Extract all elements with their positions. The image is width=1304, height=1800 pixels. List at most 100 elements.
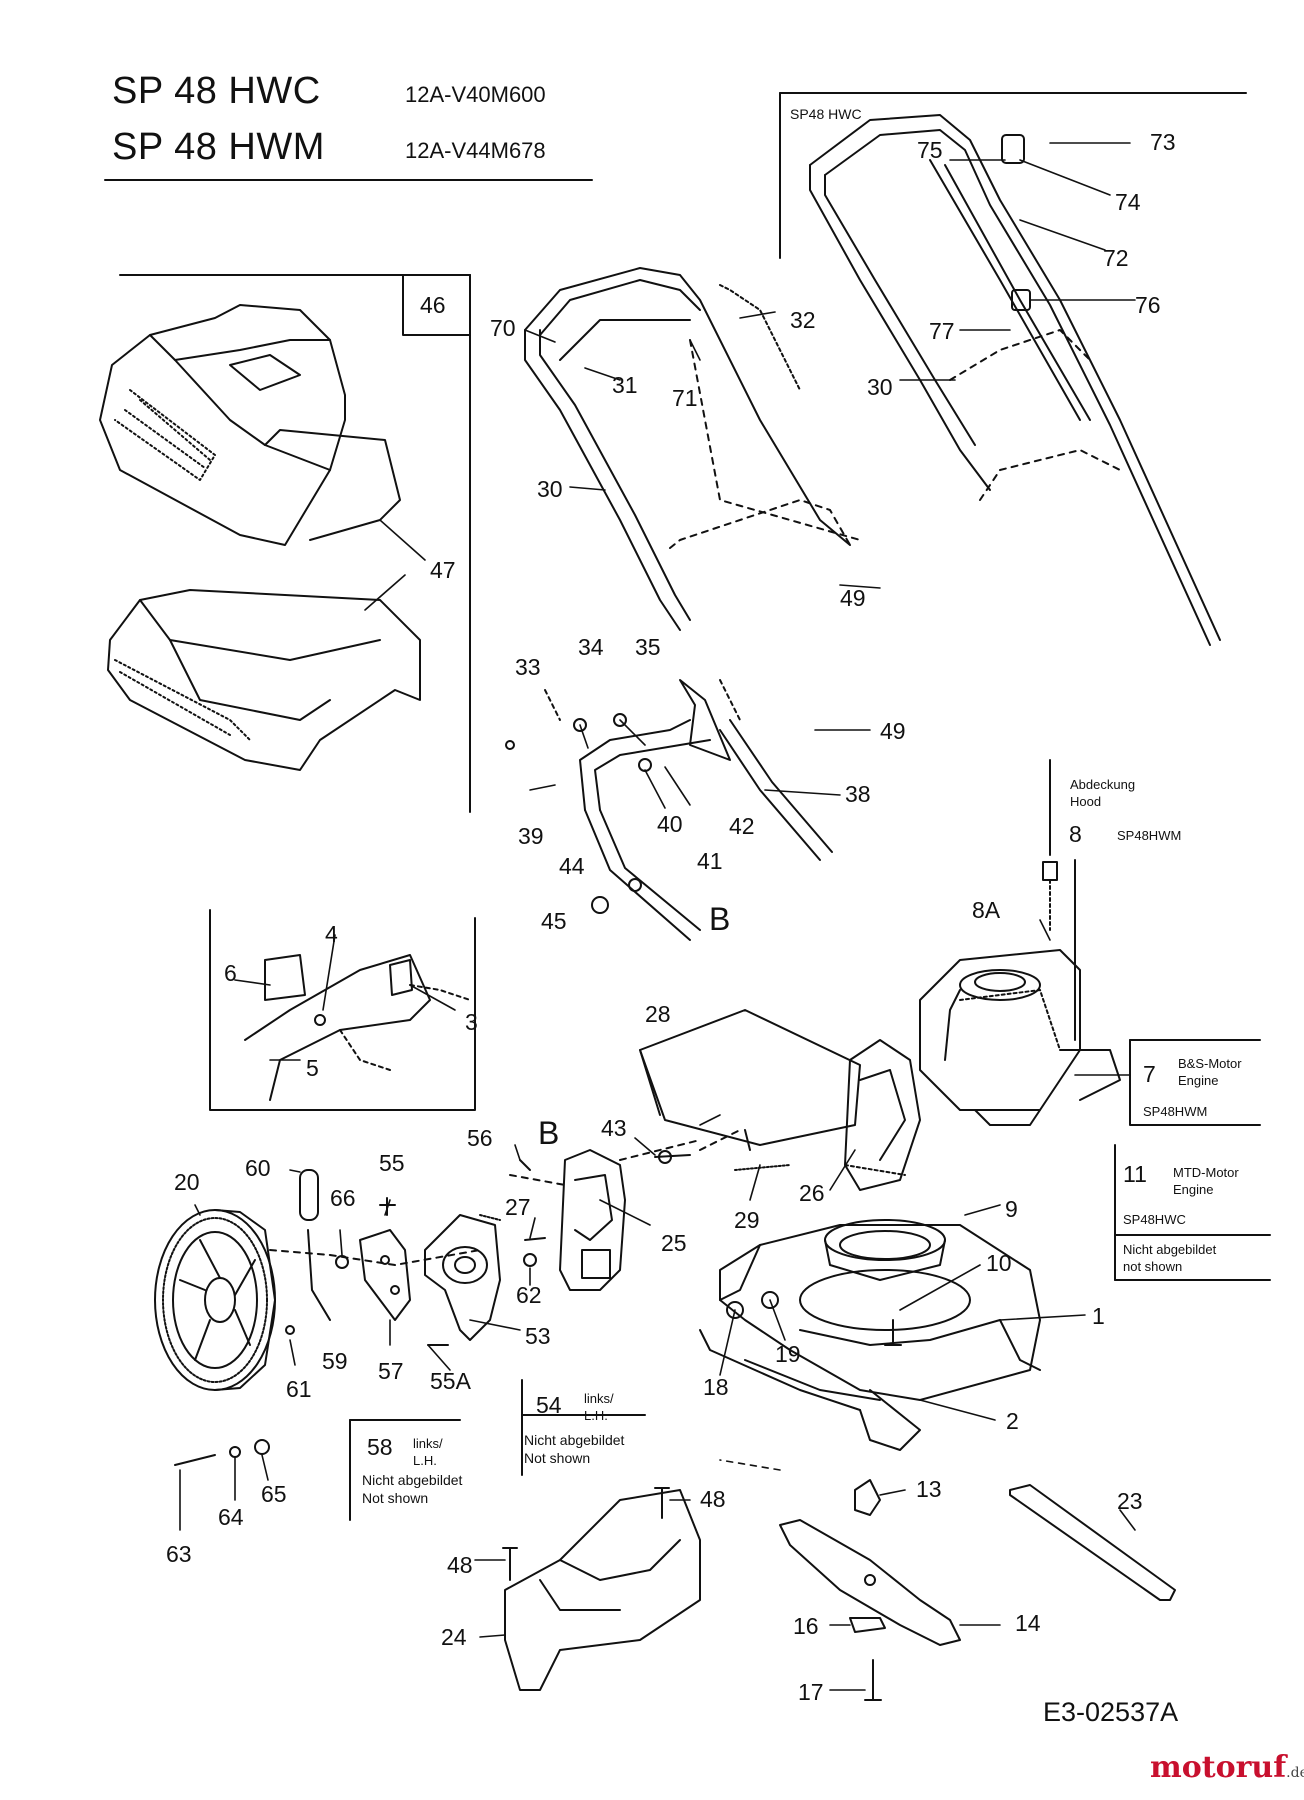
callout-30-main: 30 <box>537 476 563 502</box>
washer-18 <box>726 1301 744 1319</box>
callout-8a: 8A <box>972 897 1001 923</box>
callout-55: 55 <box>379 1150 405 1176</box>
leader-dash <box>699 1129 741 1151</box>
callout-3: 3 <box>465 1009 478 1035</box>
note-mtd-motor-model: SP48HWC <box>1123 1212 1186 1227</box>
grass-catcher-bottom <box>107 589 421 771</box>
callout-13: 13 <box>916 1476 942 1502</box>
callout-62: 62 <box>516 1282 542 1308</box>
callout-71: 71 <box>672 385 698 411</box>
callout-65: 65 <box>261 1481 287 1507</box>
callout-58: 58 <box>367 1434 393 1460</box>
callout-55a: 55A <box>430 1368 471 1394</box>
callout-72: 72 <box>1103 245 1129 271</box>
blade-bolt-17 <box>864 1659 882 1701</box>
callout-25: 25 <box>661 1230 687 1256</box>
callout-46: 46 <box>420 292 446 318</box>
callout-41: 41 <box>697 848 723 874</box>
callout-76: 76 <box>1135 292 1161 318</box>
callout-61: 61 <box>286 1376 312 1402</box>
rear-cover-24 <box>504 1489 701 1691</box>
callout-54: 54 <box>536 1392 562 1418</box>
wheel-bracket-57 <box>359 1229 411 1321</box>
callout-7: 7 <box>1143 1061 1156 1087</box>
note-mtd-motor-de: MTD-Motor <box>1173 1165 1239 1180</box>
callout-34: 34 <box>578 634 604 660</box>
inset-title-hwc: SP48 HWC <box>790 106 862 122</box>
note-54-not-shown-de: Nicht abgebildet <box>524 1432 625 1448</box>
note-bs-motor-model: SP48HWM <box>1143 1104 1208 1119</box>
callout-23: 23 <box>1117 1488 1143 1514</box>
callout-4: 4 <box>325 921 338 947</box>
callout-66: 66 <box>330 1185 356 1211</box>
note-54-side-de: links/ <box>584 1391 614 1406</box>
axle-bolt-set <box>174 1439 270 1466</box>
note-frames <box>349 759 1271 1521</box>
note-58-not-shown-en: Not shown <box>362 1490 429 1506</box>
callout-59: 59 <box>322 1348 348 1374</box>
detail-ref-b-handle: B <box>709 901 731 937</box>
note-58-side-en: L.H. <box>413 1453 437 1468</box>
callout-53: 53 <box>525 1323 551 1349</box>
callout-28: 28 <box>645 1001 671 1027</box>
callout-60: 60 <box>245 1155 271 1181</box>
callout-18: 18 <box>703 1374 729 1400</box>
gear-plate-53 <box>424 1214 501 1341</box>
washer-43 <box>658 1150 672 1164</box>
callout-38: 38 <box>845 781 871 807</box>
callout-20: 20 <box>174 1169 200 1195</box>
watermark-logo: motoruf.de <box>1150 1750 1304 1785</box>
callout-11: 11 <box>1123 1161 1147 1187</box>
note-hood-label-en: Hood <box>1070 794 1102 809</box>
callout-17: 17 <box>798 1679 824 1705</box>
screw-61 <box>285 1325 295 1335</box>
lower-handle <box>505 679 833 941</box>
callout-75: 75 <box>917 137 943 163</box>
spring-29 <box>734 1164 791 1171</box>
callout-9: 9 <box>1005 1196 1018 1222</box>
detail-ref-b-plate: B <box>538 1115 560 1151</box>
callout-30-hwc: 30 <box>867 374 893 400</box>
model-name-hwc: SP 48 HWC <box>112 70 321 112</box>
upper-handle-hwc <box>809 114 1221 646</box>
adjuster-plate-25 <box>559 1149 626 1291</box>
nut-62 <box>523 1253 537 1267</box>
spacer-ring-9 <box>824 1219 946 1281</box>
callout-48-right: 48 <box>700 1486 726 1512</box>
detail-frame-parts-3-6 <box>209 909 476 1111</box>
callout-49-upper: 49 <box>840 585 866 611</box>
upper-handle <box>524 267 861 631</box>
callout-44: 44 <box>559 853 585 879</box>
callout-77: 77 <box>929 318 955 344</box>
callout-8: 8 <box>1069 821 1082 847</box>
note-mtd-not-shown-de: Nicht abgebildet <box>1123 1242 1217 1257</box>
callout-56: 56 <box>467 1125 493 1151</box>
grass-catcher-top <box>99 304 401 546</box>
callout-31: 31 <box>612 372 638 398</box>
callout-39: 39 <box>518 823 544 849</box>
callout-1: 1 <box>1092 1303 1105 1329</box>
callout-32: 32 <box>790 307 816 333</box>
callout-47: 47 <box>430 557 456 583</box>
axle-leader <box>269 1249 481 1266</box>
callout-27: 27 <box>505 1194 531 1220</box>
rear-wheel-20 <box>154 1209 276 1391</box>
part-number-hwc: 12A-V40M600 <box>405 82 546 107</box>
leader-lines <box>179 142 1136 1691</box>
grass-catcher-frame <box>119 274 471 813</box>
callout-35: 35 <box>635 634 661 660</box>
callout-29: 29 <box>734 1207 760 1233</box>
callout-49-lower: 49 <box>880 718 906 744</box>
callout-40: 40 <box>657 811 683 837</box>
bolt-48-left <box>502 1547 518 1581</box>
callout-64: 64 <box>218 1504 244 1530</box>
blade-14 <box>779 1519 961 1646</box>
callout-57: 57 <box>378 1358 404 1384</box>
callout-6: 6 <box>224 960 237 986</box>
watermark-tld: .de <box>1286 1765 1304 1781</box>
callout-63: 63 <box>166 1541 192 1567</box>
engine-body <box>919 861 1121 1126</box>
note-bs-motor-en: Engine <box>1178 1073 1219 1088</box>
